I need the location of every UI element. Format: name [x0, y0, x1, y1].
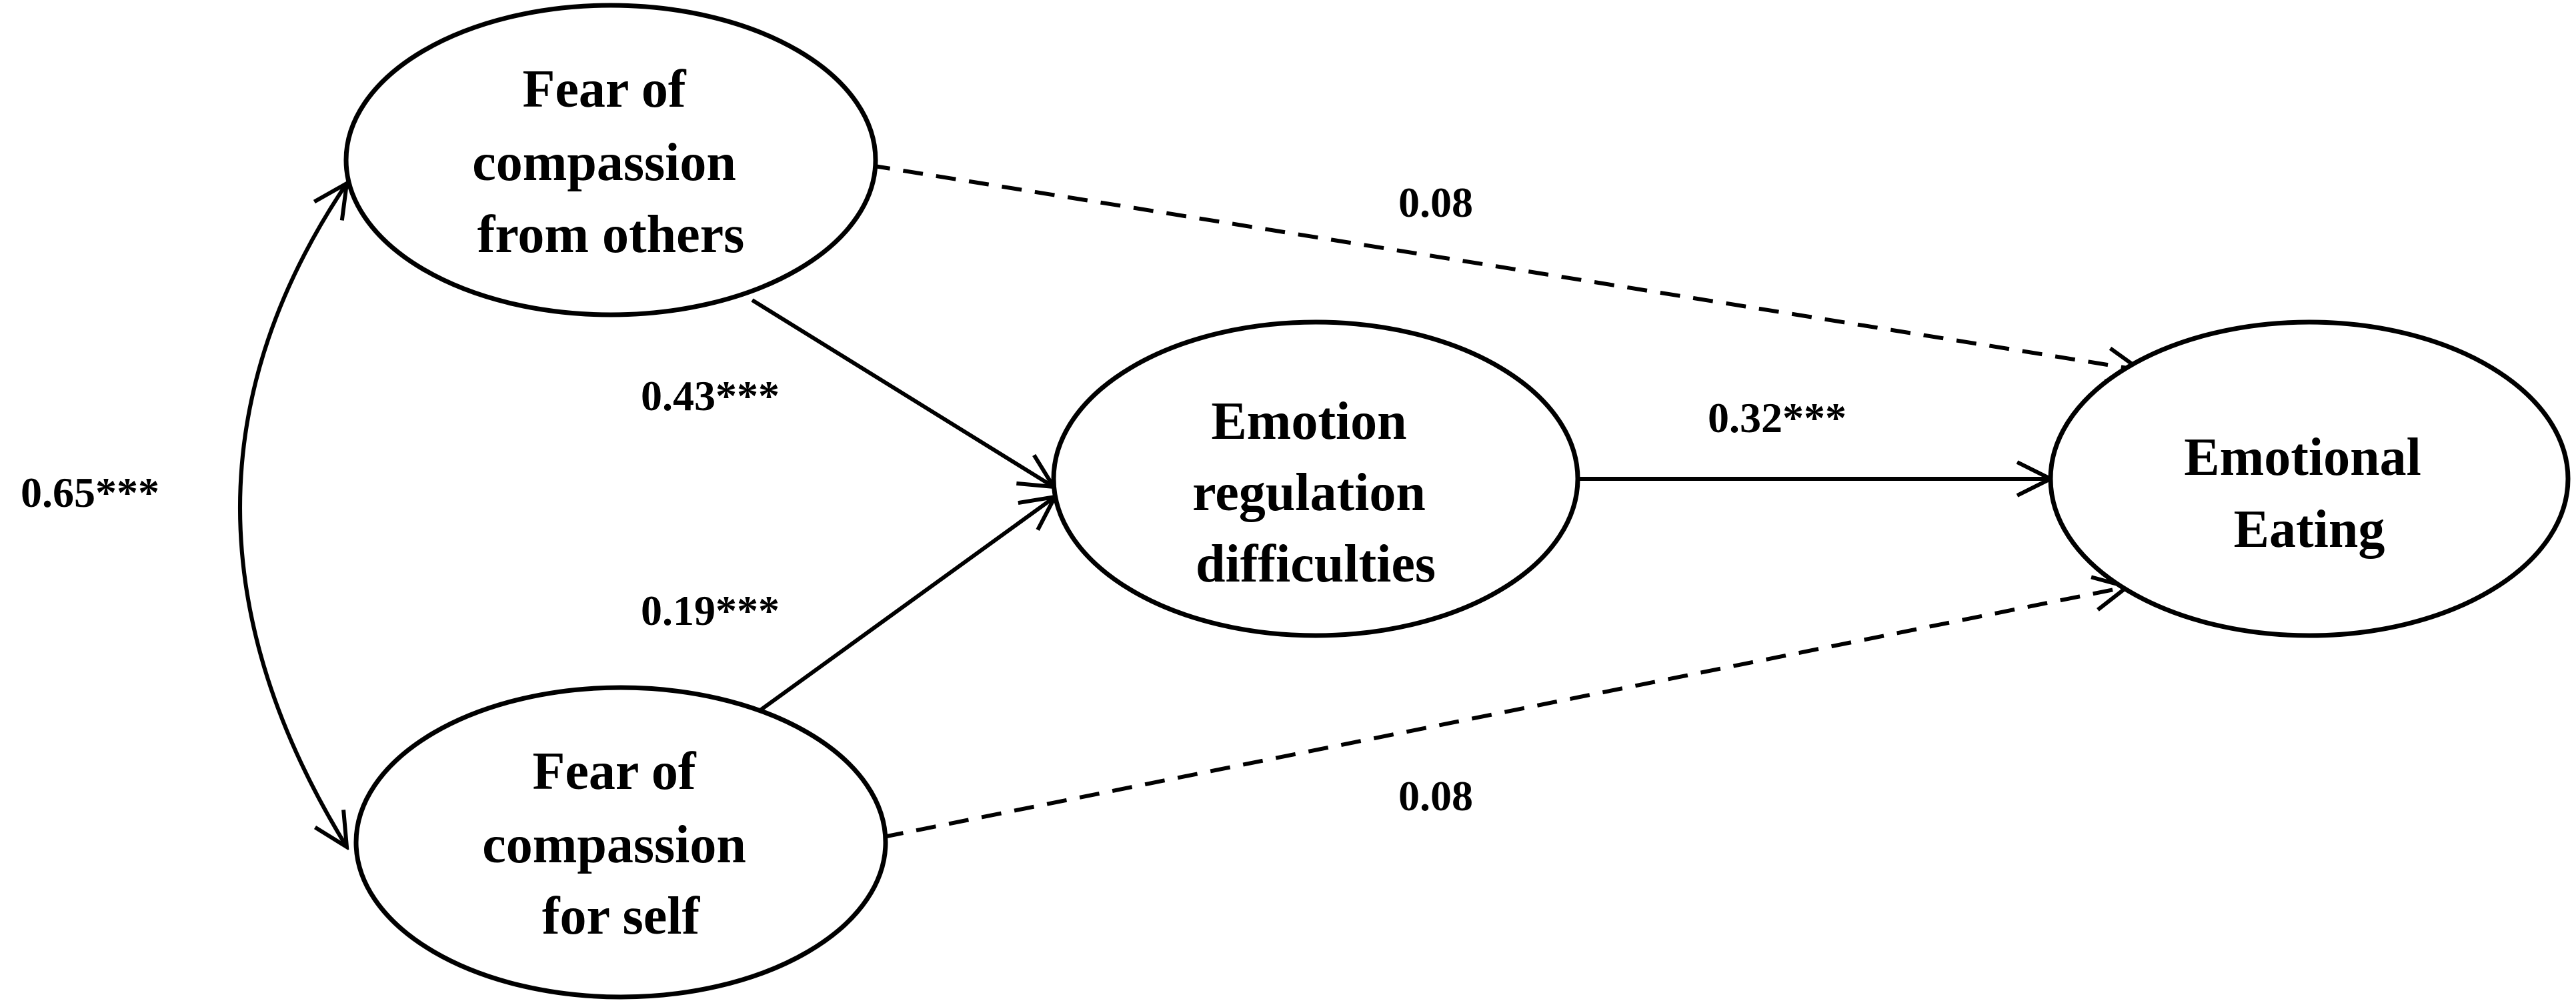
coefficient-label-self-to-eating: 0.08 [1398, 772, 1473, 820]
svg-text:Fear of compassion: Fear of compassion for self [482, 742, 760, 946]
coefficient-label-regulation-to-eating: 0.32*** [1708, 394, 1846, 441]
self-to-emotion-regulation-arrow [759, 497, 1055, 712]
svg-text:Emotional Eating: Emotional Eating [2184, 428, 2435, 559]
node-fear-of-compassion-from-others: Fear of compassion from others [343, 3, 878, 317]
self-to-eating-dashed-arrow [883, 587, 2127, 839]
coefficient-label-self-to-regulation: 0.19*** [641, 587, 780, 634]
coefficient-label-others-to-regulation: 0.43*** [641, 372, 780, 419]
coefficient-label-others-to-eating: 0.08 [1398, 179, 1473, 226]
others-to-emotion-regulation-arrow [751, 298, 1054, 487]
coefficient-label-covariance: 0.65*** [21, 469, 159, 516]
covariance-arrow [238, 183, 347, 847]
node-emotional-eating: Emotional Eating [2048, 319, 2571, 638]
svg-text:Fear of compassion: Fear of compassion from others [472, 60, 750, 264]
node-fear-of-compassion-for-self: Fear of compassion for self [353, 685, 888, 1000]
node-emotion-regulation-difficulties: Emotion regulation difficulties [1051, 319, 1580, 638]
others-to-eating-dashed-arrow [870, 163, 2141, 370]
svg-text:Emotion regulation: Emotion regulation difficulties [1192, 392, 1439, 594]
